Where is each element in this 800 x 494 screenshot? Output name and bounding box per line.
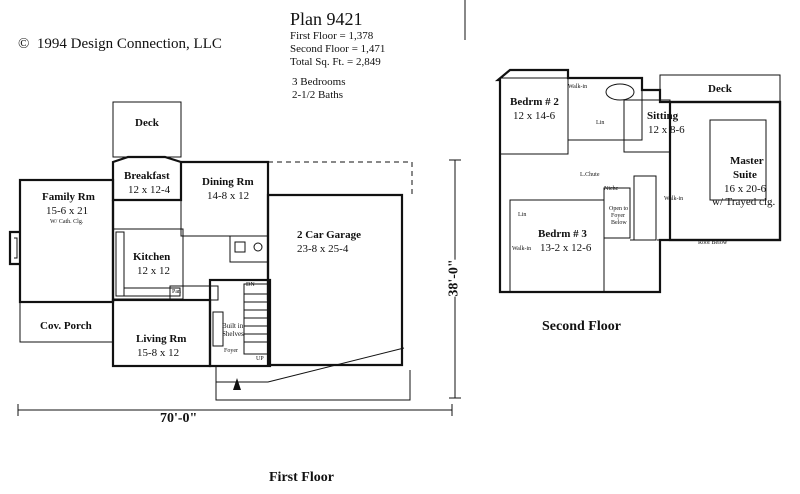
- roof-below-label: Roof Below: [698, 240, 728, 246]
- bedrooms-count: 3 Bedrooms: [292, 76, 346, 88]
- built-in-shelves: [212, 311, 224, 347]
- master-name2: Suite: [733, 169, 757, 181]
- niche-label: Niche: [604, 186, 619, 192]
- lchute-label: L.Chute: [580, 172, 600, 178]
- kitchen-counter-bottom: [123, 287, 181, 297]
- total-sqft: Total Sq. Ft. = 2,849: [290, 56, 381, 68]
- garage-walls: [266, 193, 404, 367]
- walkin-top-label: Walk-in: [568, 84, 588, 90]
- plan-title: Plan 9421: [290, 9, 363, 29]
- breakfast-name: Breakfast: [124, 170, 170, 182]
- bedroom3-outline: [509, 199, 605, 293]
- kitchen-name: Kitchen: [133, 251, 171, 263]
- pantry-label: Pan: [172, 289, 181, 295]
- second-floor-sqft: Second Floor = 1,471: [290, 43, 386, 55]
- walkway: [216, 347, 405, 383]
- master-note: w/ Trayed clg.: [712, 196, 776, 208]
- upper-bath: [567, 77, 643, 141]
- bed3-size: 13-2 x 12-6: [540, 242, 592, 254]
- foyer-label: Foyer: [224, 348, 238, 354]
- garage-name: 2 Car Garage: [297, 229, 361, 241]
- fireplace-hearth: [14, 237, 18, 259]
- bed3-name: Bedrm # 3: [538, 228, 587, 240]
- stair-up-label: UP: [256, 356, 264, 362]
- shelves-label-1: Built in: [222, 322, 244, 330]
- garage-overhang: [268, 161, 413, 195]
- powder-room: [229, 235, 269, 263]
- fireplace-outline: [8, 230, 20, 266]
- living-name: Living Rm: [136, 333, 187, 345]
- deck-outline: [112, 101, 182, 158]
- porch-outline: [19, 301, 114, 343]
- baths-count: 2-1/2 Baths: [292, 89, 344, 101]
- garage-size: 23-8 x 25-4: [297, 243, 349, 255]
- sf-deck-label: Deck: [708, 83, 732, 95]
- first-floor-label: First Floor: [269, 470, 334, 485]
- foyer-walls: [208, 278, 272, 368]
- open-to-label-2: Foyer: [611, 213, 625, 219]
- sitting-name: Sitting: [647, 110, 679, 122]
- tub-icon: [605, 83, 635, 101]
- master-name: Master: [730, 155, 764, 167]
- walkin-bed3-label: Walk-in: [512, 246, 532, 252]
- master-size: 16 x 20-6: [724, 183, 767, 195]
- second-floor-label: Second Floor: [542, 319, 621, 334]
- toilet-icon: [253, 242, 263, 252]
- walkin-master-label: Walk-in: [664, 196, 684, 202]
- open-to-label-1: Open to: [609, 206, 629, 212]
- family-note: W/ Cath. Clg.: [50, 219, 84, 225]
- open-to-label-3: Below: [611, 220, 627, 226]
- porch-name: Cov. Porch: [40, 320, 92, 332]
- open-to-foyer-area: [603, 187, 631, 239]
- second-floor-plan: [494, 68, 782, 294]
- bed2-size: 12 x 14-6: [513, 110, 556, 122]
- ff-deck-label: Deck: [135, 117, 159, 129]
- family-size: 15-6 x 21: [46, 205, 89, 217]
- dining-name: Dining Rm: [202, 176, 254, 188]
- kitchen-counter-left: [115, 231, 125, 297]
- first-floor-sqft: First Floor = 1,378: [290, 30, 374, 42]
- upper-stair: [633, 175, 657, 241]
- sink-icon: [234, 241, 246, 253]
- shelves-label-2: Shelves: [222, 330, 244, 338]
- dining-size: 14-8 x 12: [207, 190, 250, 202]
- lin2-label: Lin: [518, 212, 527, 218]
- ff-width-dim: 70'-0": [158, 411, 200, 427]
- copyright-text: © 1994 Design Connection, LLC: [18, 36, 222, 52]
- breakfast-size: 12 x 12-4: [128, 184, 171, 196]
- bed2-name: Bedrm # 2: [510, 96, 559, 108]
- sitting-size: 12 x 8-6: [648, 124, 685, 136]
- kitchen-size: 12 x 12: [137, 265, 170, 277]
- ff-depth-dim: 38'-0": [446, 259, 463, 297]
- lin1-label: Lin: [596, 120, 605, 126]
- trayed-ceiling: [709, 119, 767, 201]
- master-suite-walls: [668, 100, 782, 242]
- stair-dn-label: DN: [246, 282, 255, 288]
- entry-arrow-icon: [233, 378, 241, 390]
- first-floor-plan: [8, 101, 461, 416]
- living-size: 15-8 x 12: [137, 347, 180, 359]
- family-name: Family Rm: [42, 191, 95, 203]
- entry-walk: [215, 366, 411, 401]
